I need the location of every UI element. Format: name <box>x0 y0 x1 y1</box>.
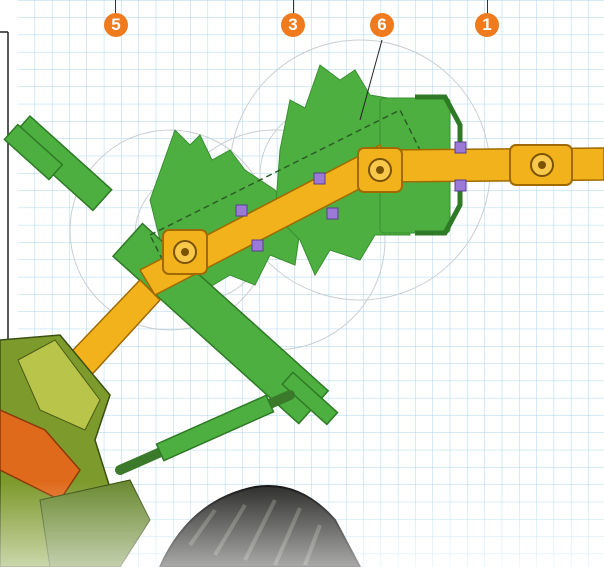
callout-5: 5 <box>104 13 128 37</box>
callout-6-label: 6 <box>377 15 386 35</box>
callout-3-label: 3 <box>288 15 297 35</box>
leader-line-5 <box>115 0 116 14</box>
leader-line-1 <box>487 0 488 14</box>
callout-3: 3 <box>281 13 305 37</box>
callout-1: 1 <box>475 13 499 37</box>
callout-6: 6 <box>370 13 394 37</box>
callout-5-label: 5 <box>111 15 120 35</box>
leader-line-3 <box>293 0 294 14</box>
callout-1-label: 1 <box>482 15 491 35</box>
